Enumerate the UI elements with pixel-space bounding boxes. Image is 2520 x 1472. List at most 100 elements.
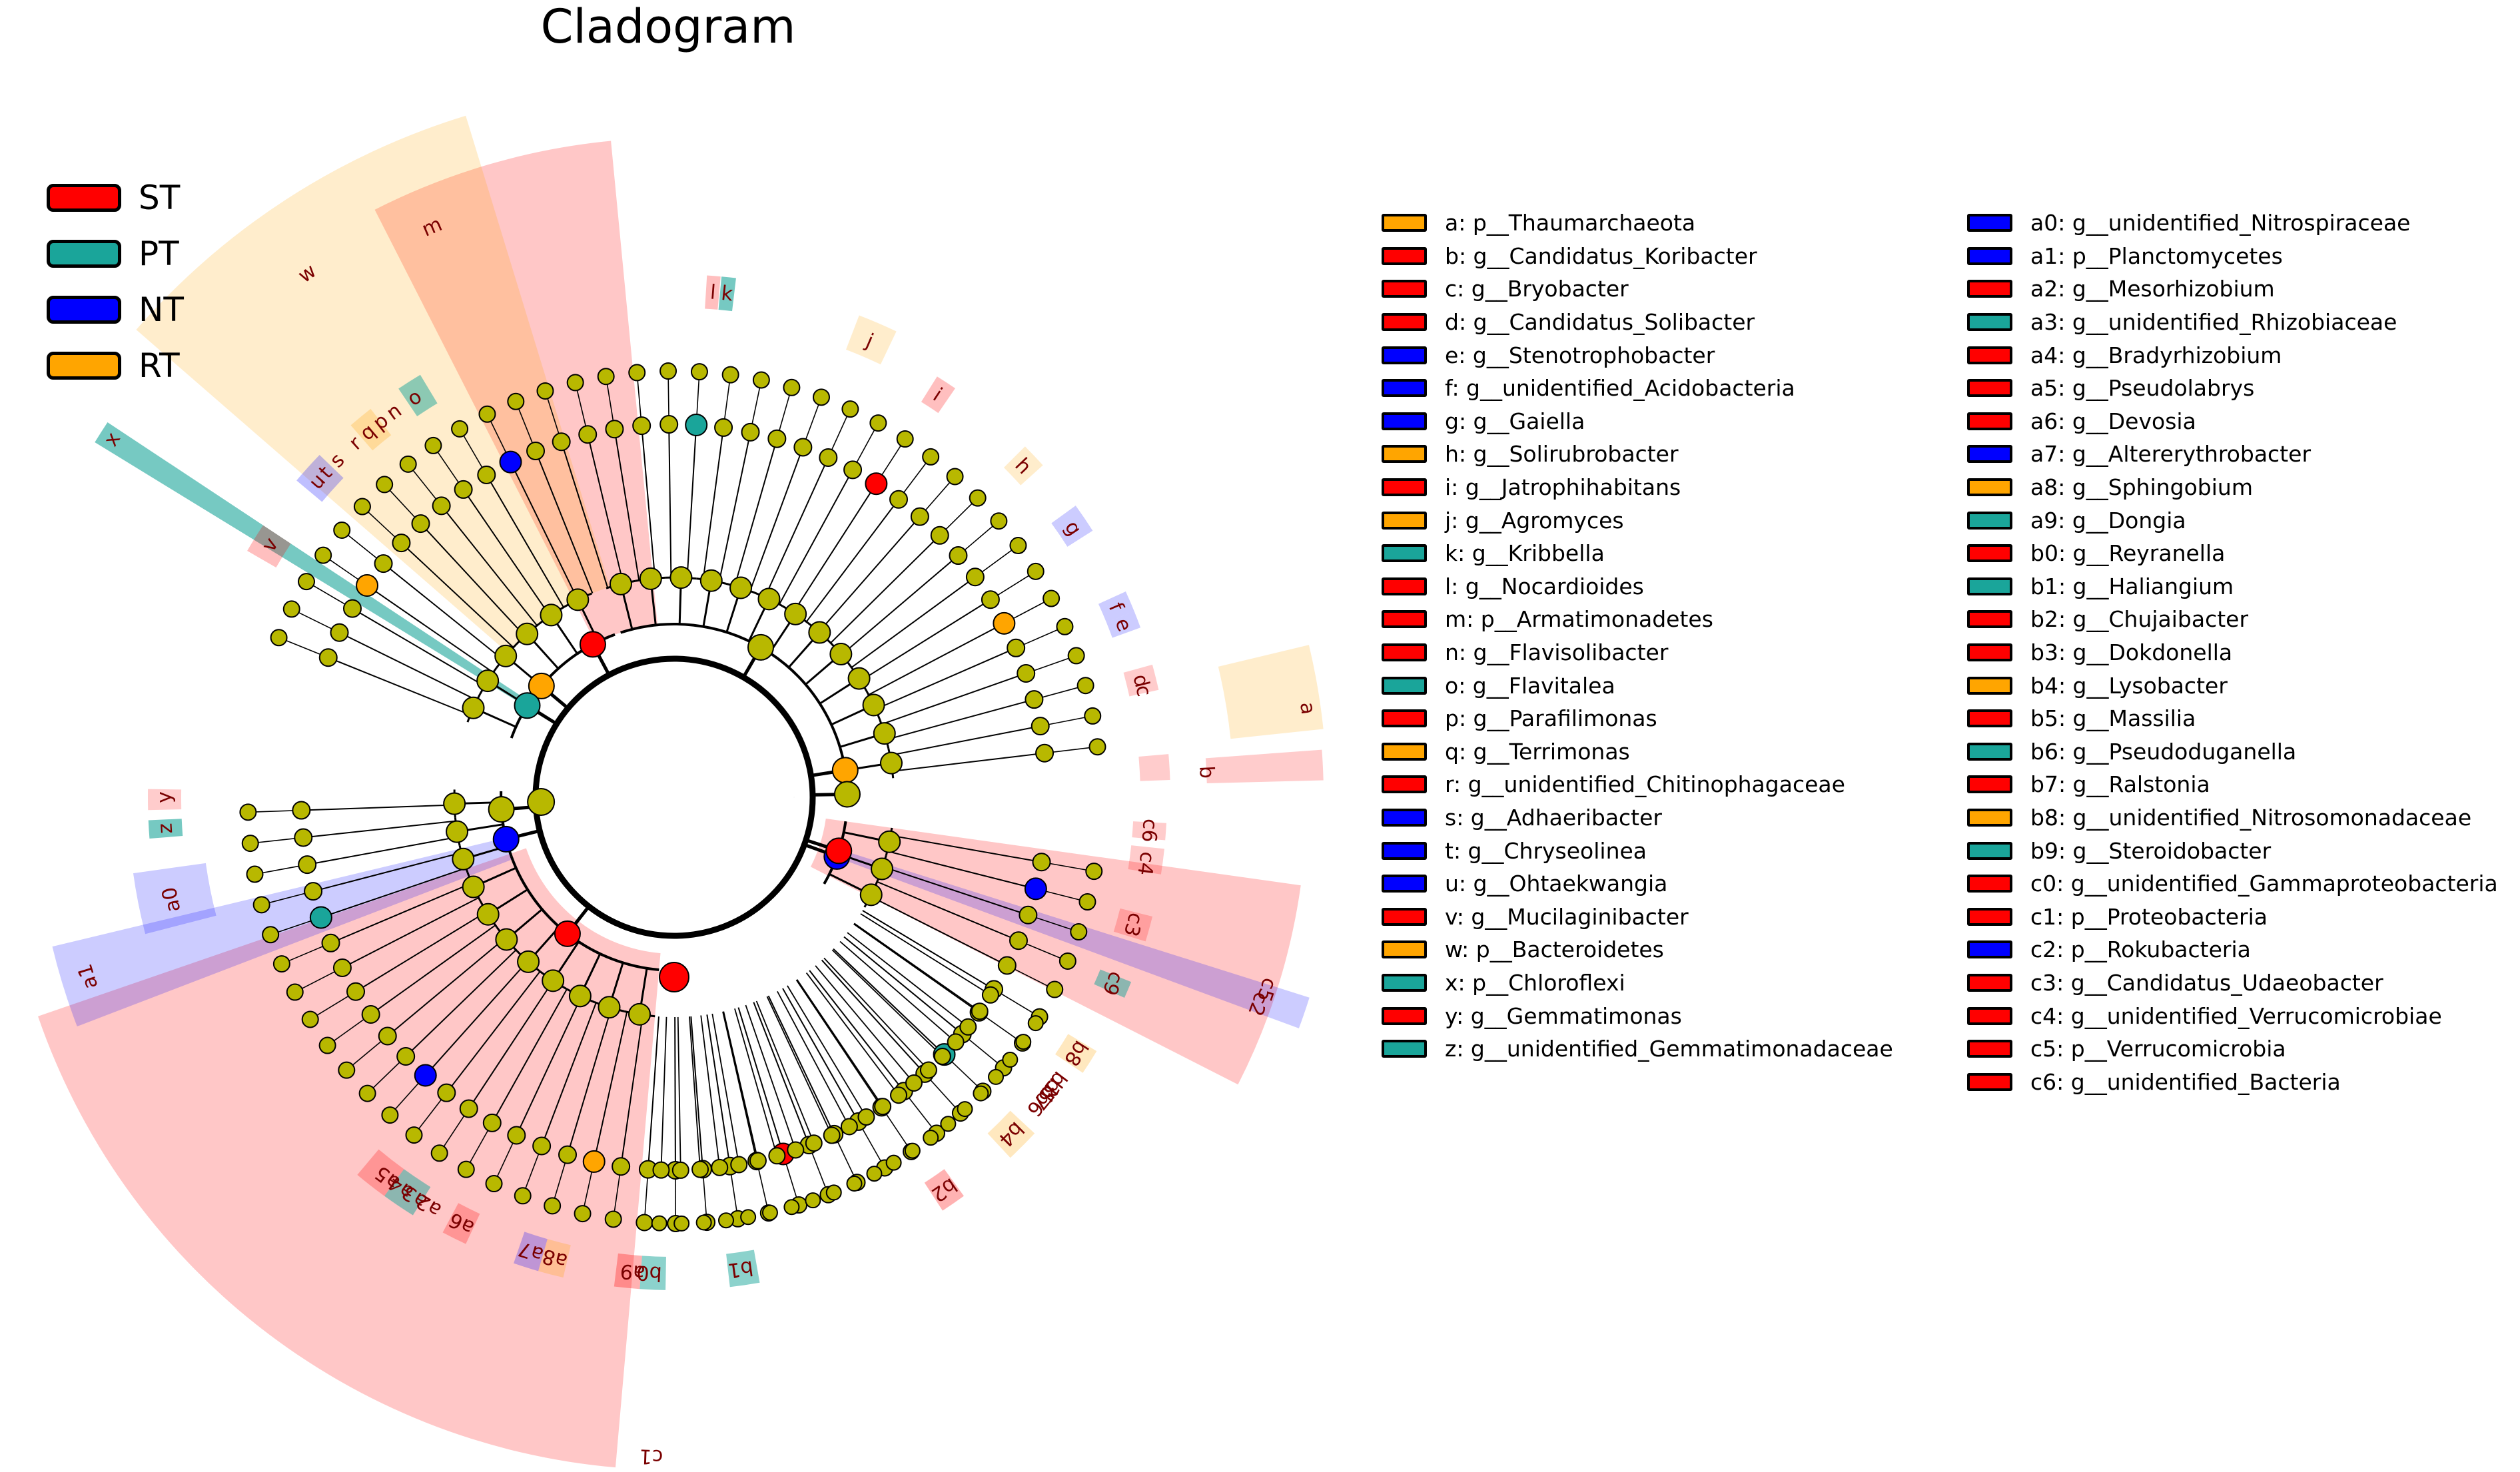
taxa-legend-item: q: g__Terrimonas: [1382, 735, 1893, 769]
clade-highlight: [384, 1169, 431, 1216]
tree-node: [485, 1175, 503, 1193]
tree-node: [1009, 537, 1027, 555]
tree-node: [527, 787, 556, 816]
tree-node: [437, 1083, 456, 1102]
taxa-swatch: [1967, 478, 2012, 497]
clade-label: a9: [619, 1259, 645, 1284]
taxa-swatch: [1967, 973, 2012, 992]
tree-node: [699, 569, 723, 592]
clade-highlight: [296, 454, 344, 502]
tree-node: [812, 388, 830, 406]
clade-highlight: [357, 1149, 404, 1196]
taxa-label: y: g__Gemmatimonas: [1445, 1002, 1682, 1029]
tree-node: [554, 920, 581, 947]
taxa-label: b2: g__Chujaibacter: [2030, 606, 2249, 633]
tree-branch: [815, 965, 915, 1084]
clade-highlight: [833, 848, 1310, 1028]
tree-node: [711, 1158, 729, 1176]
taxa-label: b0: g__Reyranella: [2030, 540, 2226, 567]
tree-node: [1076, 677, 1094, 695]
taxa-label: a8: g__Sphingobium: [2030, 474, 2253, 501]
tree-branch: [833, 948, 945, 1055]
taxa-legend-item: b2: g__Chujaibacter: [1967, 603, 2498, 636]
tree-node: [841, 400, 859, 418]
tree-branch: [690, 1016, 703, 1170]
tree-branch: [821, 959, 925, 1074]
tree-branch: [342, 897, 479, 968]
tree-node: [695, 1214, 712, 1231]
taxa-swatch: [1382, 808, 1427, 827]
taxa-swatch: [1967, 907, 2012, 926]
taxa-swatch: [1382, 445, 1427, 464]
tree-node: [476, 903, 500, 926]
clade-highlight: [148, 819, 183, 839]
taxa-label: c5: p__Verrucomicrobia: [2030, 1036, 2286, 1062]
group-legend-item-pt: PT: [47, 226, 184, 282]
tree-node: [292, 801, 311, 820]
taxa-legend-item: a1: p__Planctomycetes: [1967, 240, 2498, 273]
tree-node: [659, 362, 677, 380]
taxa-legend-item: j: g__Agromyces: [1382, 504, 1893, 537]
tree-node: [730, 1156, 748, 1174]
taxa-legend-item: a: p__Thaumarchaeota: [1382, 206, 1893, 240]
tree-node: [270, 629, 288, 647]
taxa-legend-item: y: g__Gemmatimonas: [1382, 999, 1893, 1032]
taxa-label: s: g__Adhaeribacter: [1445, 804, 1662, 831]
group-legend-item-rt: RT: [47, 338, 184, 394]
taxa-label: c: g__Bryobacter: [1445, 276, 1629, 302]
tree-node: [946, 468, 964, 486]
tree-node: [609, 572, 632, 595]
tree-branch: [420, 523, 526, 637]
tree-node: [1009, 931, 1028, 950]
tree-node: [1067, 647, 1085, 665]
tree-node: [478, 405, 496, 423]
taxa-swatch: [1967, 511, 2012, 530]
tree-node: [878, 830, 901, 853]
tree-node: [865, 472, 888, 496]
group-label: PT: [139, 234, 179, 273]
tree-node: [1007, 638, 1026, 657]
tree-node: [333, 521, 351, 539]
clade-highlight: [1138, 754, 1170, 781]
tree-branch: [440, 505, 538, 626]
tree-node: [659, 962, 689, 992]
tree-node: [301, 1010, 319, 1028]
tree-node: [507, 392, 525, 410]
tree-node: [612, 1157, 631, 1176]
tree-node: [314, 546, 332, 564]
taxa-swatch: [1382, 1006, 1427, 1025]
tree-node: [1032, 853, 1051, 872]
tree-branch: [862, 910, 995, 990]
tree-node: [582, 1150, 606, 1173]
tree-node: [282, 600, 300, 618]
taxa-label: c1: p__Proteobacteria: [2030, 903, 2268, 930]
tree-node: [997, 956, 1017, 975]
clade-label: b0: [636, 1261, 663, 1286]
taxa-label: h: g__Solirubrobacter: [1445, 441, 1679, 468]
tree-branch: [400, 542, 514, 648]
tree-node: [808, 621, 831, 644]
taxa-legend-item: e: g__Stenotrophobacter: [1382, 338, 1893, 372]
tree-node: [399, 455, 417, 473]
tree-branch: [753, 1002, 810, 1146]
taxa-label: q: g__Terrimonas: [1445, 738, 1630, 765]
tree-node: [930, 526, 949, 545]
tree-branch: [870, 895, 1008, 966]
taxa-legend-item: u: g__Ohtaekwangia: [1382, 867, 1893, 901]
taxa-legend-item: r: g__unidentified_Chitinophagaceae: [1382, 768, 1893, 801]
clade-highlight: [350, 408, 392, 451]
tree-node: [1015, 1034, 1032, 1050]
tree-node: [454, 480, 473, 499]
tree-branch: [711, 1013, 740, 1165]
clade-label: b1: [726, 1256, 755, 1282]
group-label: ST: [139, 179, 181, 217]
clade-highlight: [1218, 645, 1324, 739]
clade-highlight: [514, 1232, 548, 1272]
tree-node: [874, 1098, 892, 1116]
tree-node: [957, 1101, 973, 1118]
tree-branch: [706, 1014, 731, 1166]
clade-label: z: [153, 823, 177, 835]
tree-node: [262, 926, 280, 944]
tree-node: [825, 1184, 842, 1201]
